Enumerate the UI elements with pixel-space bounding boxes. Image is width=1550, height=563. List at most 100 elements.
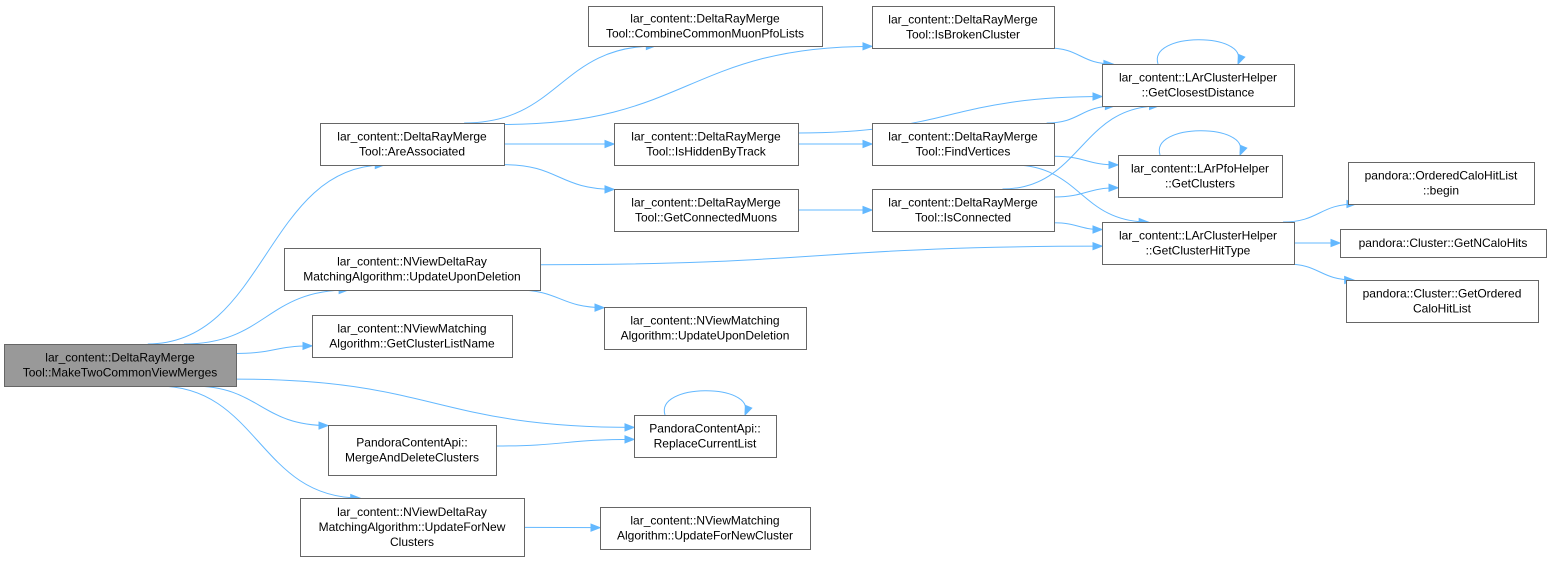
- node-box: [588, 6, 823, 47]
- node-box: [1340, 229, 1547, 258]
- edge-line: [797, 96, 1103, 134]
- node-replaceList[interactable]: PandoraContentApi::ReplaceCurrentList: [634, 415, 777, 458]
- node-combineMuon[interactable]: lar_content::DeltaRayMergeTool::CombineC…: [588, 6, 823, 47]
- node-pfoGetClusters[interactable]: lar_content::LArPfoHelper::GetClusters: [1118, 155, 1283, 198]
- node-label: Algorithm::UpdateForNewCluster: [617, 529, 793, 543]
- node-label: lar_content::NViewDeltaRay: [337, 255, 487, 269]
- node-isBroken[interactable]: lar_content::DeltaRayMergeTool::IsBroken…: [872, 6, 1055, 49]
- node-box: [328, 425, 497, 476]
- edge-line: [1283, 203, 1356, 223]
- edge-isConnected-to-getHitType: [1053, 222, 1104, 234]
- edge-line: [235, 378, 635, 428]
- node-nvmUpdForNew[interactable]: lar_content::NViewMatchingAlgorithm::Upd…: [600, 507, 811, 550]
- node-box: [872, 123, 1055, 166]
- arrow-head: [318, 421, 330, 430]
- node-label: Algorithm::GetClusterListName: [329, 337, 495, 351]
- node-label: lar_content::NViewDeltaRay: [337, 505, 487, 519]
- node-getHitType[interactable]: lar_content::LArClusterHelper::GetCluste…: [1102, 222, 1295, 265]
- edge-line: [503, 164, 615, 190]
- arrow-head: [1092, 241, 1104, 251]
- edge-line: [1053, 187, 1119, 198]
- edge-line: [1002, 105, 1159, 190]
- edge-closestDist-to-closestDist: [1157, 39, 1246, 66]
- node-label: Clusters: [390, 535, 434, 549]
- node-box: [872, 6, 1055, 49]
- edge-line: [516, 289, 605, 309]
- node-box: [600, 507, 811, 550]
- node-label: Tool::IsConnected: [915, 211, 1011, 225]
- node-box: [320, 123, 505, 166]
- node-updUponDel[interactable]: lar_content::NViewDeltaRayMatchingAlgori…: [284, 248, 541, 291]
- edge-line: [539, 245, 1103, 266]
- node-box: [1102, 222, 1295, 265]
- arrow-head: [744, 404, 753, 417]
- node-label: ReplaceCurrentList: [654, 437, 757, 451]
- edge-root-to-replaceList: [235, 378, 636, 432]
- edge-getHitType-to-getNCalo: [1294, 238, 1342, 248]
- node-label: lar_content::DeltaRayMerge: [888, 130, 1038, 144]
- node-root[interactable]: lar_content::DeltaRayMergeTool::MakeTwoC…: [4, 344, 237, 387]
- edge-line: [1046, 105, 1115, 124]
- node-label: lar_content::DeltaRayMerge: [888, 13, 1038, 27]
- arrow-head: [1092, 225, 1104, 234]
- node-getClusterListName[interactable]: lar_content::NViewMatchingAlgorithm::Get…: [312, 315, 513, 358]
- node-label: PandoraContentApi::: [649, 422, 760, 436]
- node-label: Tool::MakeTwoCommonViewMerges: [23, 366, 218, 380]
- edge-root-to-mergeAndDelete: [192, 385, 330, 430]
- edge-isHidden-to-closestDist: [797, 92, 1104, 134]
- arrow-head: [862, 205, 874, 215]
- edge-getHitType-to-getOrdered: [1286, 263, 1356, 285]
- node-getNCalo[interactable]: pandora::Cluster::GetNCaloHits: [1340, 229, 1547, 258]
- node-box: [1118, 155, 1283, 198]
- edge-line: [1157, 39, 1239, 65]
- node-label: lar_content::NViewMatching: [337, 322, 486, 336]
- node-isConnected[interactable]: lar_content::DeltaRayMergeTool::IsConnec…: [872, 189, 1055, 232]
- node-updForNew[interactable]: lar_content::NViewDeltaRayMatchingAlgori…: [300, 498, 525, 557]
- edge-line: [235, 345, 313, 354]
- node-label: lar_content::NViewMatching: [630, 314, 779, 328]
- node-box: [1102, 64, 1295, 107]
- edge-line: [503, 45, 873, 125]
- node-label: MergeAndDeleteClusters: [345, 451, 479, 465]
- node-begin[interactable]: pandora::OrderedCaloHitList::begin: [1348, 162, 1535, 205]
- node-label: MatchingAlgorithm::UpdateForNew: [319, 520, 506, 534]
- node-getConnMuons[interactable]: lar_content::DeltaRayMergeTool::GetConne…: [614, 189, 799, 232]
- node-label: Tool::AreAssociated: [359, 145, 465, 159]
- arrow-head: [1330, 238, 1342, 248]
- edge-line: [1286, 263, 1354, 281]
- edge-line: [464, 45, 656, 124]
- arrow-head: [1108, 183, 1120, 192]
- edge-line: [147, 164, 385, 345]
- node-label: lar_content::DeltaRayMerge: [630, 12, 780, 26]
- edge-line: [1159, 130, 1241, 156]
- arrow-head: [594, 303, 606, 312]
- arrow-head: [1092, 92, 1104, 101]
- node-mergeAndDelete[interactable]: PandoraContentApi::MergeAndDeleteCluster…: [328, 425, 497, 476]
- node-box: [634, 415, 777, 458]
- nodes-layer: lar_content::DeltaRayMergeTool::MakeTwoC…: [4, 6, 1547, 557]
- edge-root-to-getClusterListName: [235, 341, 314, 354]
- edge-updUponDel-to-nvmUpdUponDel: [516, 289, 606, 312]
- node-box: [4, 344, 237, 387]
- node-nvmUpdUponDel[interactable]: lar_content::NViewMatchingAlgorithm::Upd…: [604, 307, 807, 350]
- arrow-head: [1239, 144, 1248, 157]
- node-label: ::GetClusterHitType: [1146, 244, 1251, 258]
- node-label: Tool::IsBrokenCluster: [906, 28, 1020, 42]
- node-label: Algorithm::UpdateUponDeletion: [621, 329, 790, 343]
- edge-areAssociated-to-isBroken: [503, 42, 874, 125]
- node-label: ::GetClosestDistance: [1142, 86, 1255, 100]
- node-findVertices[interactable]: lar_content::DeltaRayMergeTool::FindVert…: [872, 123, 1055, 166]
- node-areAssociated[interactable]: lar_content::DeltaRayMergeTool::AreAssoc…: [320, 123, 505, 166]
- node-label: ::GetClusters: [1165, 177, 1235, 191]
- arrow-head: [1108, 160, 1120, 170]
- node-closestDist[interactable]: lar_content::LArClusterHelper::GetCloses…: [1102, 64, 1295, 107]
- edge-areAssociated-to-combineMuon: [464, 41, 657, 124]
- node-label: Tool::CombineCommonMuonPfoLists: [606, 27, 804, 41]
- node-label: pandora::OrderedCaloHitList: [1365, 169, 1518, 183]
- arrow-head: [302, 341, 314, 351]
- node-isHidden[interactable]: lar_content::DeltaRayMergeTool::IsHidden…: [614, 123, 799, 166]
- edge-areAssociated-to-isHidden: [504, 139, 616, 149]
- node-box: [284, 248, 541, 291]
